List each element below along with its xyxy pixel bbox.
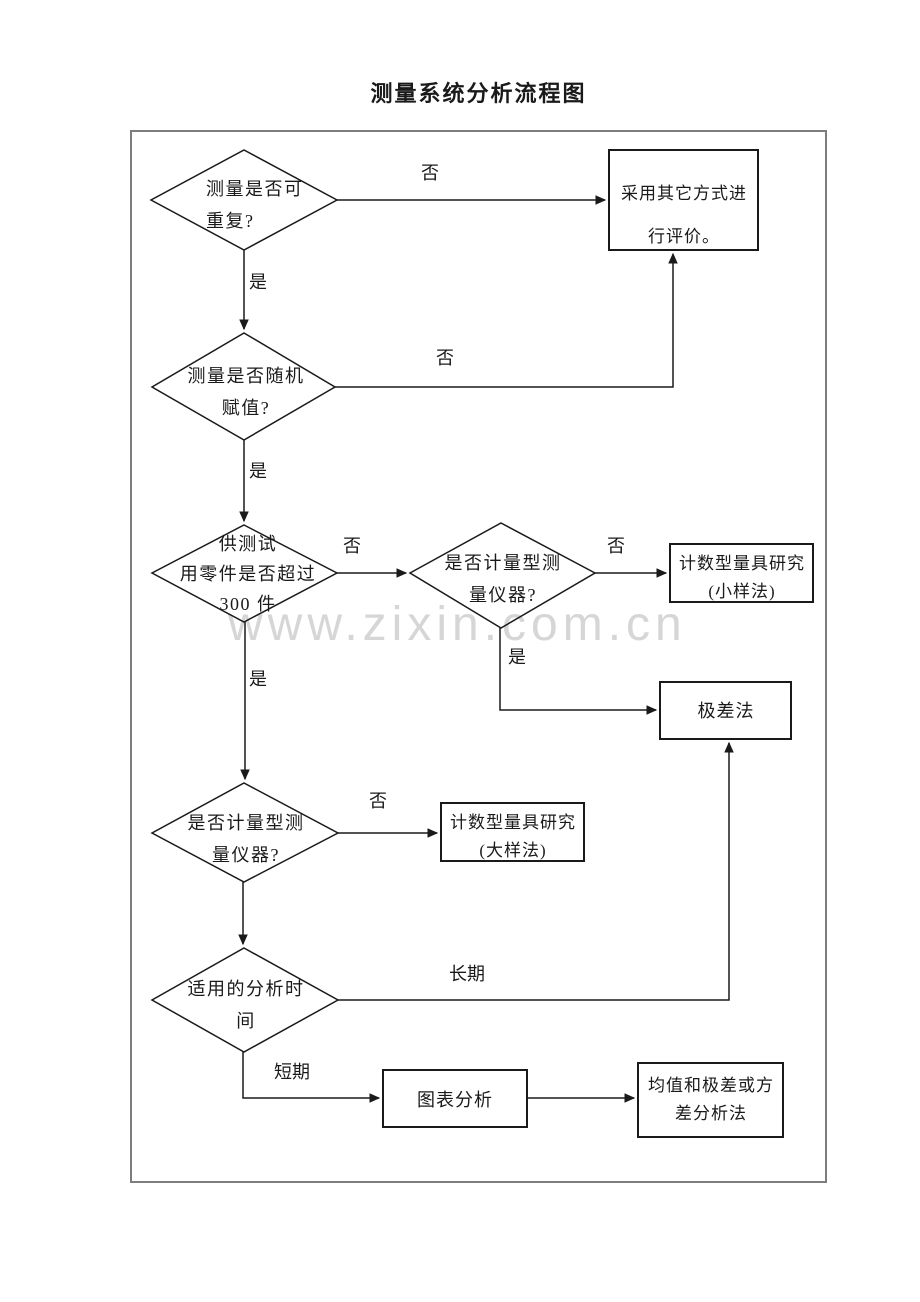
box-range-method-shape [659,681,792,740]
box-mean-range-shape [637,1062,784,1138]
box-attribute-large-shape [440,802,585,862]
decision-period-label: 适用的分析时 间 [187,979,305,1031]
decision-parts-label: 供测试 用零件是否超过 300 件 [179,534,317,614]
decision-period-shape [150,947,340,1053]
edge-label-gauge-top-no: 否 [607,536,625,556]
edge-label-gauge-bottom-no: 否 [369,791,387,811]
decision-gauge-bottom-label: 是否计量型测 量仪器? [187,813,305,865]
page-title: 测量系统分析流程图 [370,81,587,106]
edge-label-parts-no: 否 [343,536,361,556]
edge-label-period-short: 短期 [274,1062,310,1082]
edge-label-gauge-top-yes: 是 [508,647,526,667]
edge-label-random-no: 否 [436,348,454,368]
connector-period-short [242,1052,381,1103]
connector-random-no [335,252,678,388]
connector-gauge-top-yes [499,628,658,715]
edge-label-repeatable-yes: 是 [249,272,267,292]
edge-label-repeatable-no: 否 [421,163,439,183]
decision-gauge-top-label: 是否计量型测 量仪器? [444,553,562,605]
edge-label-period-long: 长期 [449,964,485,984]
decision-random-label: 测量是否随机 赋值? [187,366,305,418]
decision-repeatable-label: 测量是否可 重复? [206,179,304,231]
decision-repeatable-shape [149,149,339,251]
decision-gauge-top-shape [408,522,597,629]
decision-random-shape [150,332,337,441]
box-attribute-large-label: 计数型量具研究 (大样法) [450,813,576,860]
edge-label-random-yes: 是 [249,461,267,481]
box-chart-analysis-label: 图表分析 [417,1090,493,1110]
box-range-method-label: 极差法 [697,701,755,721]
decision-parts-shape [150,524,339,623]
watermark-text: www.zixin.com.cn [228,598,687,651]
box-mean-range-label: 均值和极差或方 差分析法 [648,1076,774,1123]
decision-gauge-bottom-shape [150,782,340,883]
edge-label-parts-yes: 是 [249,669,267,689]
box-chart-analysis-shape [382,1069,528,1128]
box-attribute-small-shape [669,543,814,603]
connector-period-long [338,741,734,1001]
outer-frame [130,130,827,1183]
box-other-evaluation-shape [608,149,759,251]
box-attribute-small-label: 计数型量具研究 (小样法) [679,554,805,601]
box-other-evaluation-label: 采用其它方式进 行评价。 [621,184,747,246]
